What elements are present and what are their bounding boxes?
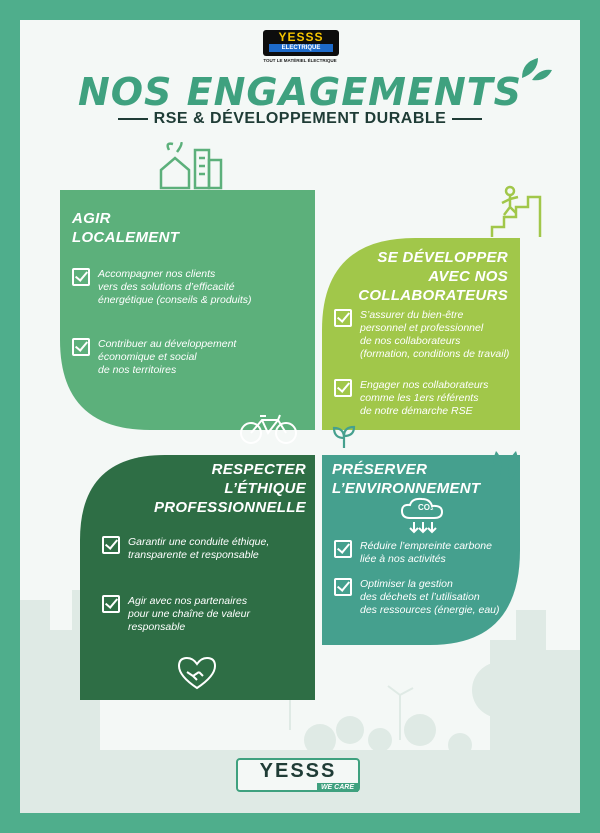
quadrant-agir-localement: AGIR LOCALEMENT xyxy=(72,209,302,247)
quadrant-title: RESPECTER L’ÉTHIQUE PROFESSIONNELLE xyxy=(153,461,306,516)
checklist-item: Contribuer au développement économique e… xyxy=(72,338,236,377)
quadrant-preserver-environnement: PRÉSERVER L’ENVIRONNEMENT xyxy=(332,460,512,498)
co2-label: CO₂ xyxy=(418,503,434,512)
footer-logo: YESSS WE CARE xyxy=(236,758,360,792)
logo-tagline: TOUT LE MATÉRIEL ÉLECTRIQUE xyxy=(263,58,337,63)
checkbox-icon xyxy=(334,309,352,327)
quadrant-shape-4 xyxy=(322,455,520,645)
yesss-logo: YESSS ELECTRIQUE xyxy=(263,30,339,56)
footer-logo-text: YESSS xyxy=(259,760,337,782)
logo-text: YESSS xyxy=(278,30,324,44)
item-text: Accompagner nos clients vers des solutio… xyxy=(98,268,252,306)
checklist-item: Garantir une conduite éthique, transpare… xyxy=(102,536,269,562)
page-title: NOS ENGAGEMENTS xyxy=(77,70,523,114)
quadrant-respecter-ethique: RESPECTER L’ÉTHIQUE PROFESSIONNELLE xyxy=(100,460,306,517)
quadrant-shape-2 xyxy=(322,238,520,430)
handshake-heart-icon xyxy=(177,656,217,690)
leaves-icon xyxy=(522,58,552,81)
quadrant-title: PRÉSERVER L’ENVIRONNEMENT xyxy=(332,461,481,497)
city-silhouette xyxy=(20,590,580,813)
quadrant-se-developper: SE DÉVELOPPER AVEC NOS COLLABORATEURS xyxy=(332,248,508,305)
checkbox-icon xyxy=(102,536,120,554)
item-text: Garantir une conduite éthique, transpare… xyxy=(128,536,270,561)
poster: YESSS ELECTRIQUE TOUT LE MATÉRIEL ÉLECTR… xyxy=(20,20,580,813)
person-climbing-stairs-icon xyxy=(490,185,542,237)
item-text: Optimiser la gestion des déchets et l’ut… xyxy=(360,578,500,616)
checklist-item: S’assurer du bien-être personnel et prof… xyxy=(334,309,509,361)
checkbox-icon xyxy=(334,540,352,558)
checklist-item: Accompagner nos clients vers des solutio… xyxy=(72,268,252,307)
checklist-item: Agir avec nos partenaires pour une chaîn… xyxy=(102,595,250,634)
item-text: Engager nos collaborateurs comme les 1er… xyxy=(360,379,489,417)
item-text: S’assurer du bien-être personnel et prof… xyxy=(360,309,510,360)
item-text: Contribuer au développement économique e… xyxy=(98,338,237,376)
footer-tagline: WE CARE xyxy=(316,783,358,792)
checkbox-icon xyxy=(334,578,352,596)
item-text: Réduire l’empreinte carbone liée à nos a… xyxy=(360,540,492,565)
sprout-icon xyxy=(332,425,356,448)
checklist-item: Engager nos collaborateurs comme les 1er… xyxy=(334,379,488,418)
checkbox-icon xyxy=(72,268,90,286)
page-subtitle: RSE & DÉVELOPPEMENT DURABLE xyxy=(80,110,520,128)
checkbox-icon xyxy=(72,338,90,356)
quadrant-shapes xyxy=(60,190,520,700)
subtitle-text: RSE & DÉVELOPPEMENT DURABLE xyxy=(153,110,447,127)
quadrant-title: AGIR LOCALEMENT xyxy=(72,210,180,246)
checklist-item: Réduire l’empreinte carbone liée à nos a… xyxy=(334,540,492,566)
bicycle-icon xyxy=(240,414,297,444)
logo-sub: ELECTRIQUE xyxy=(269,44,333,52)
quadrant-shape-3 xyxy=(80,455,315,700)
checkbox-icon xyxy=(334,379,352,397)
quadrant-shape-1 xyxy=(60,190,315,430)
tree-icon xyxy=(493,451,518,485)
checklist-item: Optimiser la gestion des déchets et l’ut… xyxy=(334,578,500,617)
co2-cloud-icon xyxy=(400,497,444,534)
checkbox-icon xyxy=(102,595,120,613)
item-text: Agir avec nos partenaires pour une chaîn… xyxy=(128,595,251,633)
quadrant-title: SE DÉVELOPPER AVEC NOS COLLABORATEURS xyxy=(358,249,508,304)
house-buildings-icon xyxy=(159,142,223,190)
